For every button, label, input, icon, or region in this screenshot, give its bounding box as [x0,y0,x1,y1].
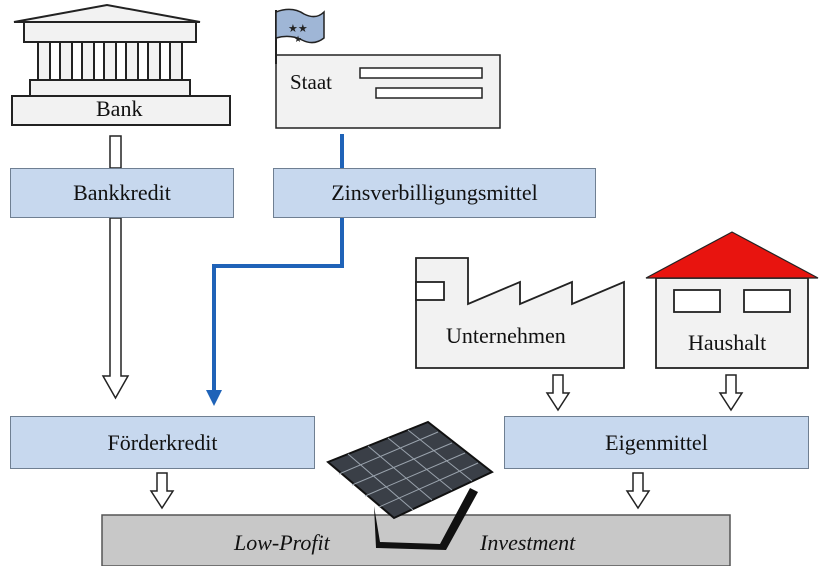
staat-to-foerderkredit-line [206,134,344,406]
eigenmittel-box: Eigenmittel [504,416,809,469]
investment-left-label: Low-Profit [234,530,330,555]
unternehmen-label: Unternehmen [446,323,566,348]
haushalt-down-arrow [718,374,744,412]
bank-label: Bank [96,96,143,121]
foerderkredit-down-arrow [149,472,175,510]
foerderkredit-box: Förderkredit [10,416,315,469]
factory-icon [415,257,625,369]
solar-panel-icon [326,420,494,550]
house-icon [645,231,819,369]
unternehmen-down-arrow [545,374,571,412]
staat-label: Staat [290,70,332,94]
bankkredit-box: Bankkredit [10,168,234,218]
state-document-icon: ★★ ★ [275,8,501,129]
investment-right-label: Investment [480,530,576,555]
zinsverbilligung-box: Zinsverbilligungsmittel [273,168,596,218]
svg-text:★: ★ [294,35,302,45]
investment-bar [101,514,731,566]
haushalt-label: Haushalt [688,330,767,355]
bank-building-icon [11,3,231,126]
svg-text:★★: ★★ [288,22,308,35]
eigenmittel-down-arrow [625,472,651,510]
